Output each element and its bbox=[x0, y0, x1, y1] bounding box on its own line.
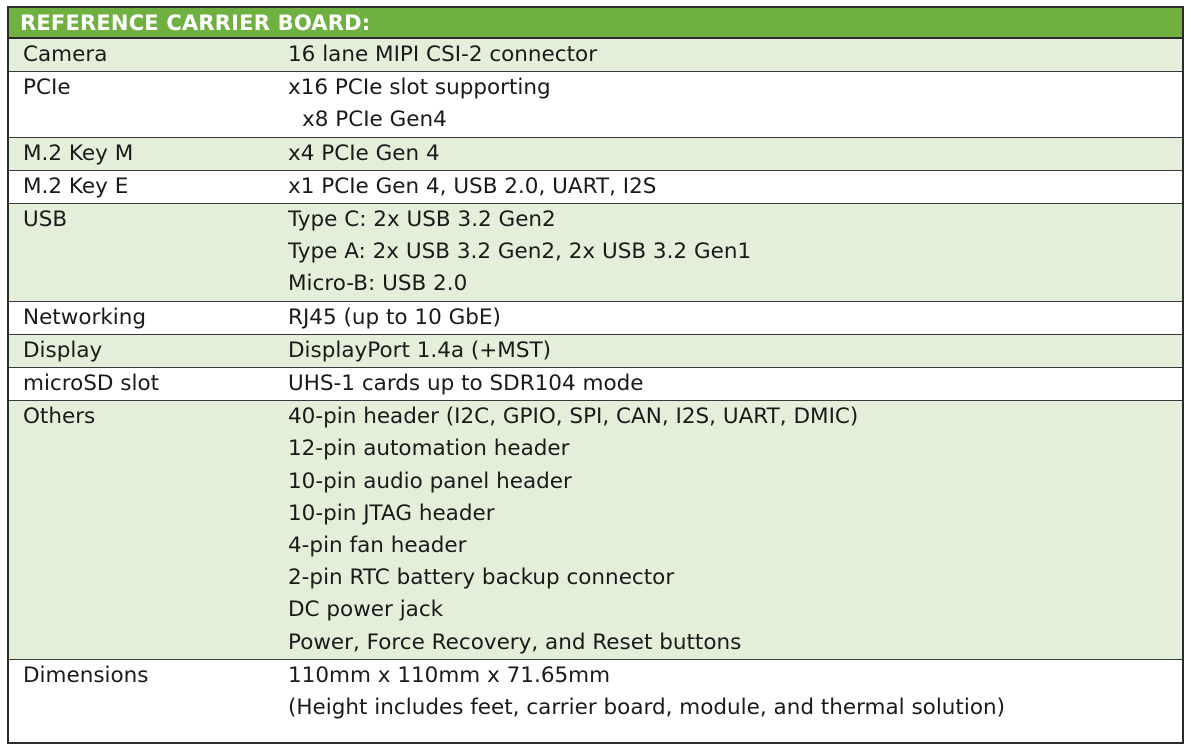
row-values: UHS-1 cards up to SDR104 mode bbox=[274, 368, 1182, 400]
row-value-line: Micro-B: USB 2.0 bbox=[288, 271, 468, 297]
row-value-line: x4 PCIe Gen 4 bbox=[288, 140, 440, 166]
row-label: PCIe bbox=[23, 75, 71, 101]
row-value-line: (Height includes feet, carrier board, mo… bbox=[288, 695, 1005, 721]
row-label: Camera bbox=[23, 42, 108, 67]
row-values: DisplayPort 1.4a (+MST) bbox=[274, 335, 1182, 367]
row-value-line: UHS-1 cards up to SDR104 mode bbox=[288, 371, 644, 397]
row-label: microSD slot bbox=[23, 371, 160, 397]
row-value-line: 110mm x 110mm x 71.65mm bbox=[288, 662, 611, 688]
row-value-line: Power, Force Recovery, and Reset buttons bbox=[288, 629, 742, 655]
table-row: M.2 Key M x4 PCIe Gen 4 bbox=[9, 137, 1182, 171]
row-value-line: RJ45 (up to 10 GbE) bbox=[288, 304, 501, 330]
row-value-line: 16 lane MIPI CSI-2 connector bbox=[288, 42, 598, 67]
row-values: 40-pin header (I2C, GPIO, SPI, CAN, I2S,… bbox=[274, 401, 1182, 659]
table-row: Dimensions 110mm x 110mm x 71.65mm (Height… bbox=[9, 659, 1182, 725]
row-values: x16 PCIe slot supporting x8 PCIe Gen4 bbox=[274, 72, 1182, 136]
row-value-line: 2-pin RTC battery backup connector bbox=[288, 565, 675, 591]
table-row: microSD slot UHS-1 cards up to SDR104 mod… bbox=[9, 368, 1182, 402]
row-value-line: DC power jack bbox=[288, 597, 444, 623]
table-row: M.2 Key E x1 PCIe Gen 4, USB 2.0, UART, I… bbox=[9, 170, 1182, 205]
row-values: x4 PCIe Gen 4 bbox=[274, 138, 1182, 170]
row-value-line: x16 PCIe slot supporting bbox=[288, 75, 551, 101]
row-label: Others bbox=[23, 404, 96, 430]
row-values: 16 lane MIPI CSI-2 connector bbox=[274, 39, 1182, 71]
table-row: Networking RJ45 (up to 10 GbE) bbox=[9, 301, 1182, 335]
spec-table: REFERENCE CARRIER BOARD: Camera 16 lane M… bbox=[7, 6, 1184, 744]
table-row: Camera 16 lane MIPI CSI-2 connector bbox=[9, 39, 1182, 73]
row-value-line: 40-pin header (I2C, GPIO, SPI, CAN, I2S,… bbox=[288, 404, 859, 430]
table-row: Others 40-pin header (I2C, GPIO, SPI, CAN… bbox=[9, 401, 1182, 660]
row-values: RJ45 (up to 10 GbE) bbox=[274, 302, 1182, 334]
row-values: x1 PCIe Gen 4, USB 2.0, UART, I2S bbox=[274, 171, 1182, 203]
row-value-line: 10-pin JTAG header bbox=[288, 500, 495, 526]
row-label: M.2 Key E bbox=[23, 173, 129, 199]
row-label: Display bbox=[23, 337, 103, 363]
row-value-line: Type C: 2x USB 3.2 Gen2 bbox=[288, 207, 556, 233]
row-value-line: x8 PCIe Gen4 bbox=[302, 107, 447, 133]
row-values: 110mm x 110mm x 71.65mm (Height includes … bbox=[274, 660, 1182, 724]
row-label: M.2 Key M bbox=[23, 140, 134, 166]
row-value-line: Type A: 2x USB 3.2 Gen2, 2x USB 3.2 Gen1 bbox=[288, 239, 752, 265]
row-value-line: 12-pin automation header bbox=[288, 436, 570, 462]
row-label: Dimensions bbox=[23, 662, 149, 688]
table-title: REFERENCE CARRIER BOARD: bbox=[9, 8, 1182, 39]
row-value-line: DisplayPort 1.4a (+MST) bbox=[288, 337, 552, 363]
row-value-line: x1 PCIe Gen 4, USB 2.0, UART, I2S bbox=[288, 173, 657, 199]
row-value-line: 10-pin audio panel header bbox=[288, 468, 572, 494]
row-label: USB bbox=[23, 207, 68, 233]
row-label: Networking bbox=[23, 304, 147, 330]
table-row: Display DisplayPort 1.4a (+MST) bbox=[9, 334, 1182, 369]
table-row: PCIe x16 PCIe slot supporting x8 PCIe Gen4 bbox=[9, 72, 1182, 138]
row-value-line: 4-pin fan header bbox=[288, 533, 467, 559]
